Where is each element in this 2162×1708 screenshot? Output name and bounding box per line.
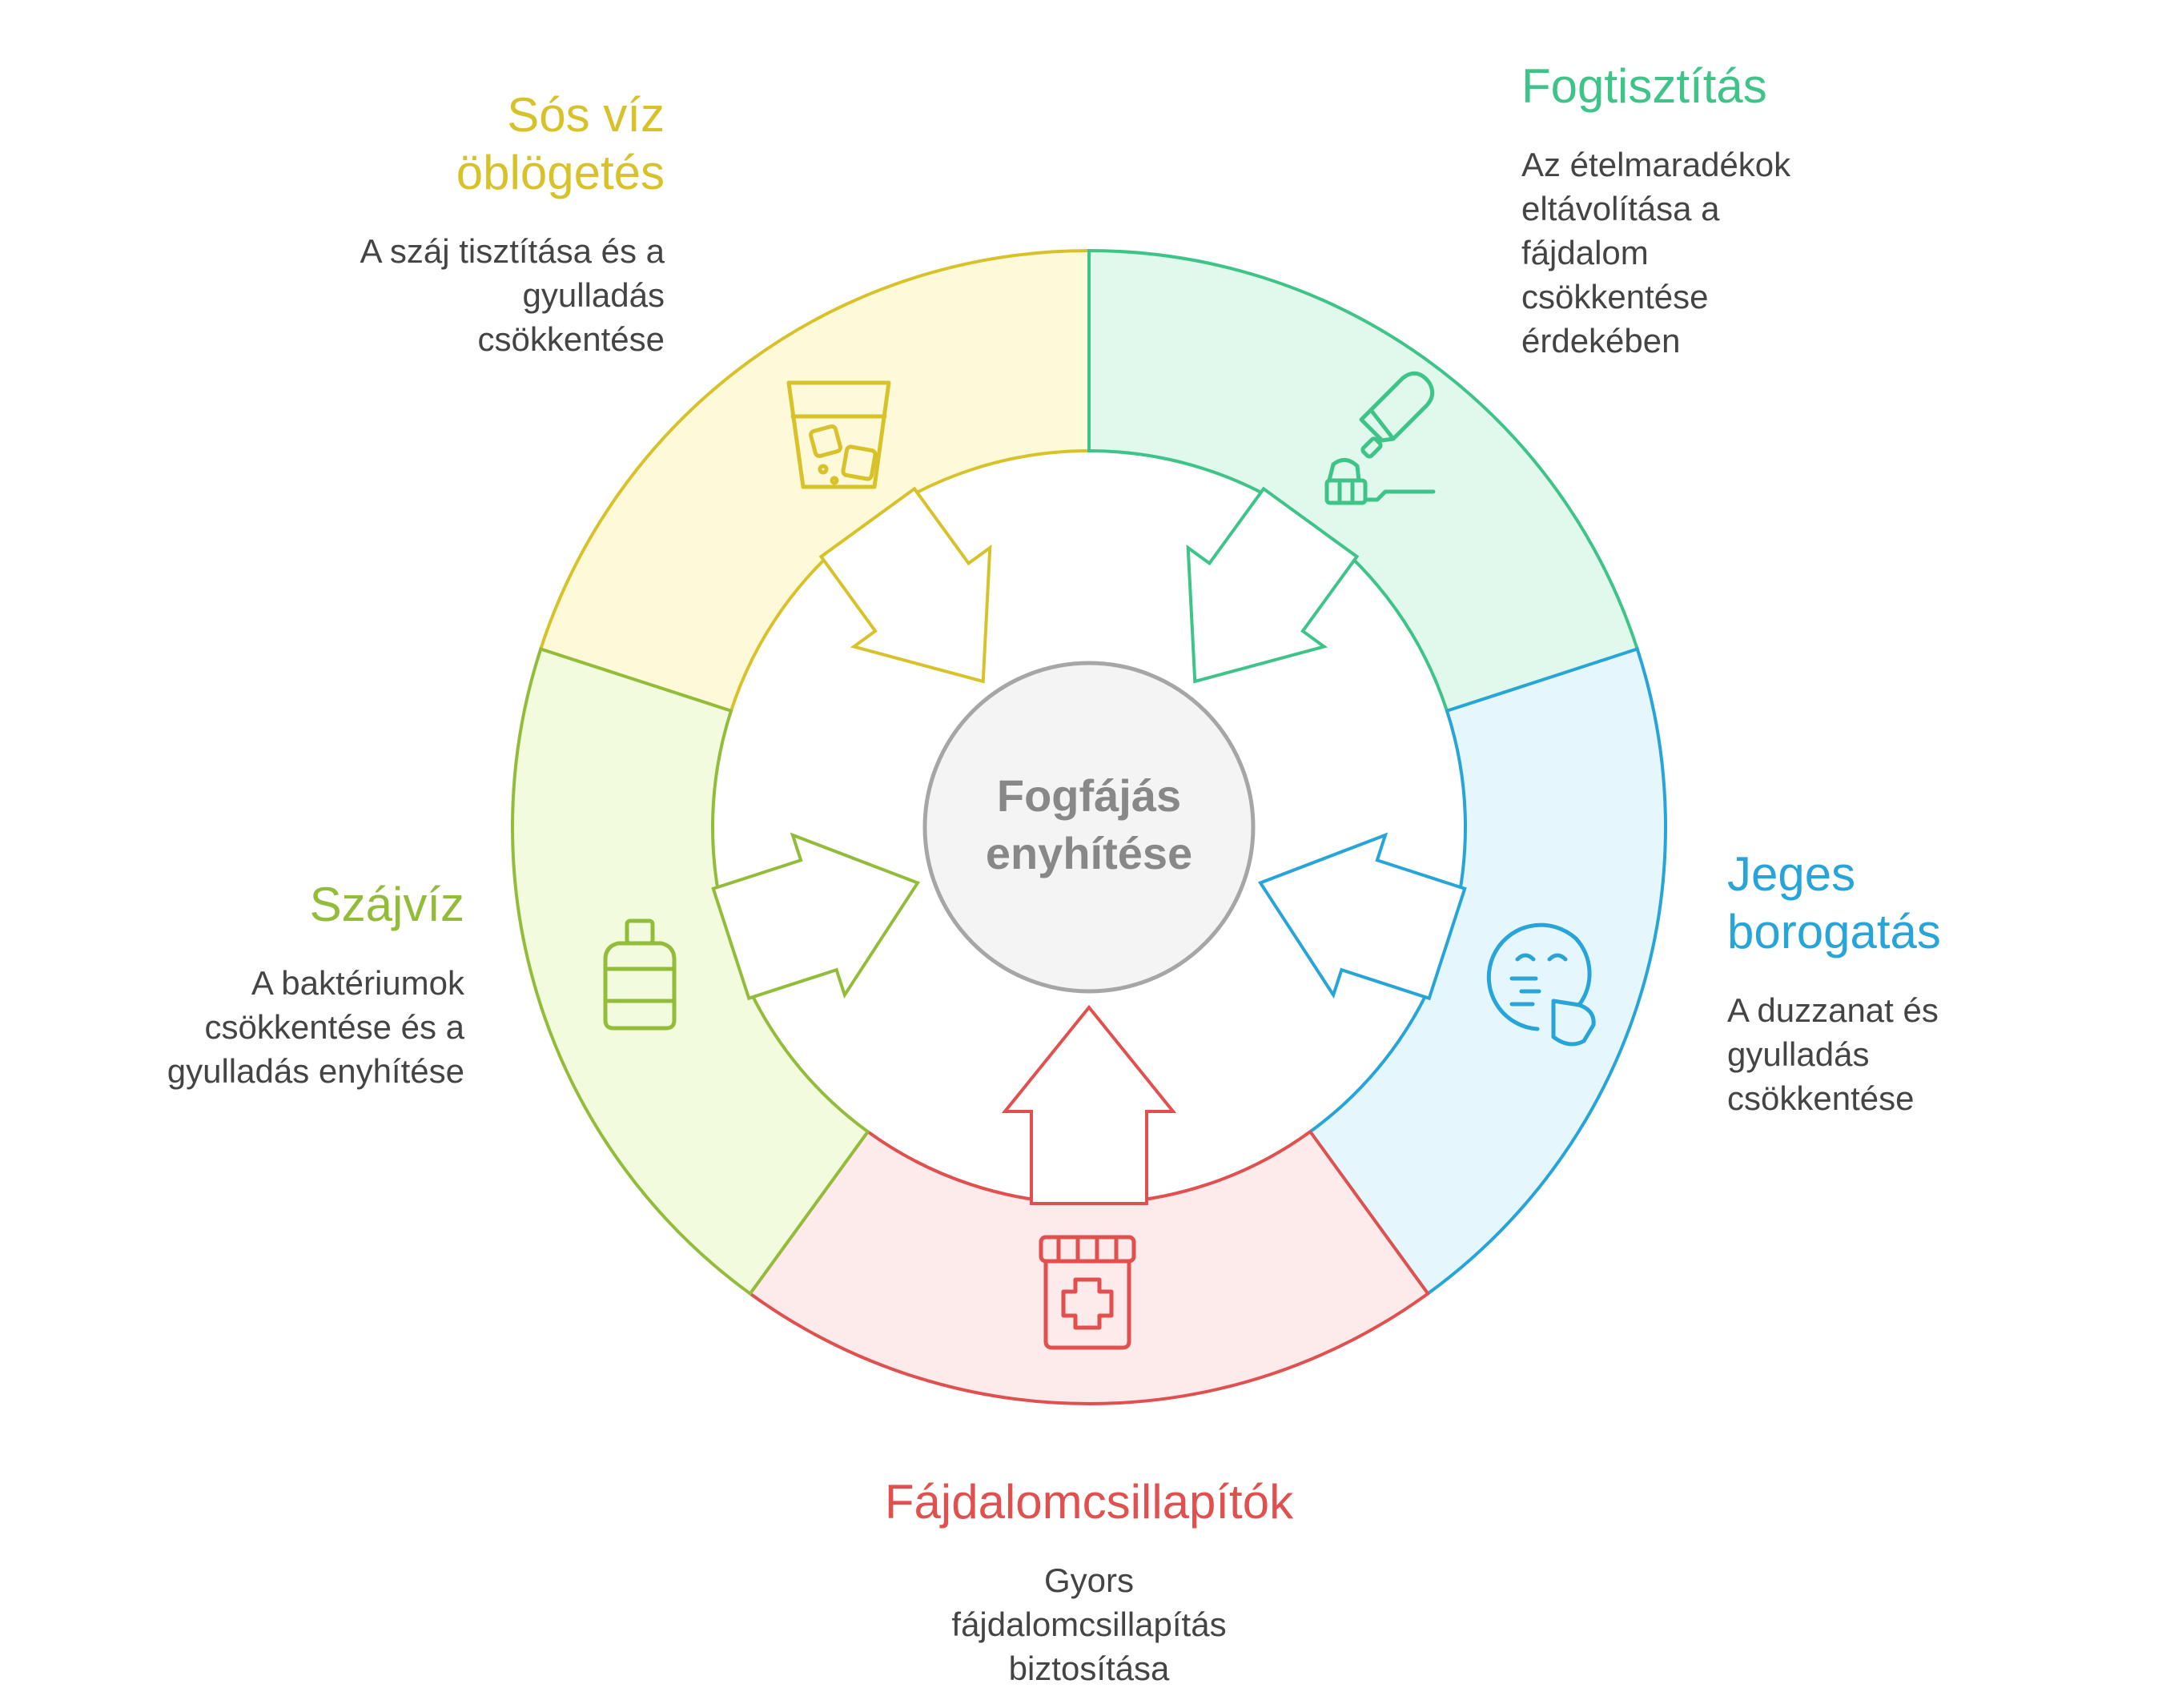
salt-water-arrow xyxy=(818,486,992,684)
ice-pack-desc-line: csökkentése xyxy=(1727,1079,1915,1117)
salt-water-desc-line: gyulladás xyxy=(522,276,665,314)
salt-water-desc-line: csökkentése xyxy=(477,320,665,358)
salt-water-segment xyxy=(538,248,1091,713)
brushing-desc-line: eltávolítása a xyxy=(1521,190,1720,227)
brushing-desc-line: érdekében xyxy=(1521,322,1681,360)
mouthwash-bottle-icon xyxy=(603,918,677,1031)
ice-pack-description: A duzzanat és gyulladás csökkentése xyxy=(1727,988,2112,1120)
medicine-jar-icon xyxy=(1039,1235,1136,1350)
ice-pack-label: Jeges borogatás A duzzanat és gyulladás … xyxy=(1727,846,2112,1120)
mouthwash-desc-line: csökkentése és a xyxy=(204,1008,464,1046)
center-circle xyxy=(922,661,1256,994)
glass-with-ice-icon xyxy=(786,380,891,489)
brushing-desc-line: Az ételmaradékok xyxy=(1521,146,1791,183)
mouthwash-desc-line: A baktériumok xyxy=(251,964,464,1002)
cold-face-icon xyxy=(1486,922,1596,1047)
salt-water-description: A száj tisztítása és a gyulladás csökken… xyxy=(288,229,665,361)
salt-water-title: Sós víz öblögetés xyxy=(288,86,665,202)
ice-pack-desc-line: gyulladás xyxy=(1727,1035,1870,1073)
center-label-line2: enyhítése xyxy=(985,828,1193,878)
ice-pack-title: Jeges borogatás xyxy=(1727,846,2112,961)
brushing-desc-line: fájdalom xyxy=(1521,234,1649,271)
center-label: Fogfájás enyhítése xyxy=(937,767,1241,882)
brushing-label: Fogtisztítás Az ételmaradékok eltávolítá… xyxy=(1521,58,1970,363)
brushing-arrow xyxy=(1186,486,1360,684)
salt-water-desc-line: A száj tisztítása és a xyxy=(360,232,665,270)
brushing-title: Fogtisztítás xyxy=(1521,59,1767,113)
mouthwash-segment xyxy=(511,646,870,1296)
ice-pack-arrow xyxy=(1257,832,1467,1001)
mouthwash-arrow xyxy=(711,832,921,1001)
salt-water-label: Sós víz öblögetés A száj tisztítása és a… xyxy=(288,86,665,361)
painkillers-arrow xyxy=(1001,1004,1177,1205)
salt-water-title-line2: öblögetés xyxy=(456,146,665,199)
toothbrush-toothpaste-icon xyxy=(1324,371,1436,505)
ice-pack-title-line2: borogatás xyxy=(1727,905,1941,958)
mouthwash-title: Szájvíz xyxy=(309,878,464,931)
center-label-line1: Fogfájás xyxy=(996,770,1182,821)
painkillers-description: Gyors fájdalomcsillapítás biztosítása xyxy=(769,1558,1409,1690)
brushing-desc-line: csökkentése xyxy=(1521,278,1709,315)
brushing-description: Az ételmaradékok eltávolítása a fájdalom… xyxy=(1521,143,1970,363)
painkillers-label: Fájdalomcsillapítók Gyors fájdalomcsilla… xyxy=(769,1473,1409,1690)
painkillers-desc-line: biztosítása xyxy=(1008,1650,1170,1687)
mouthwash-desc-line: gyulladás enyhítése xyxy=(167,1052,464,1090)
salt-water-title-line1: Sós víz xyxy=(507,88,665,142)
painkillers-segment xyxy=(748,1129,1431,1405)
painkillers-desc-line: Gyors xyxy=(1043,1561,1134,1599)
painkillers-title: Fájdalomcsillapítók xyxy=(884,1475,1294,1529)
ice-pack-desc-line: A duzzanat és xyxy=(1727,991,1939,1029)
painkillers-desc-line: fájdalomcsillapítás xyxy=(951,1606,1227,1643)
mouthwash-label: Szájvíz A baktériumok csökkentése és a g… xyxy=(88,876,464,1093)
ice-pack-title-line1: Jeges xyxy=(1727,847,1856,901)
mouthwash-description: A baktériumok csökkentése és a gyulladás… xyxy=(88,961,464,1093)
